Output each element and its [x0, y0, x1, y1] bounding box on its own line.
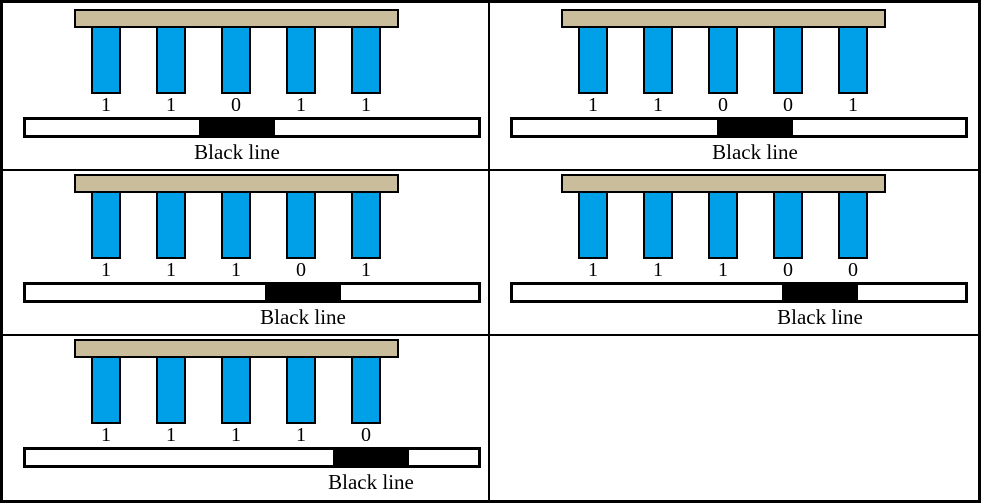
ir-sensor-4: [286, 26, 316, 94]
ir-sensor-5: [838, 191, 868, 259]
sensor-reading-2: 1: [653, 94, 663, 116]
sensor-reading-1: 1: [101, 259, 111, 281]
black-line-label: Black line: [194, 140, 280, 164]
state-cell-11101: 1 1 1 0 1 Black line: [3, 171, 490, 336]
sensor-reading-3: 0: [231, 94, 241, 116]
sensor-reading-5: 0: [848, 259, 858, 281]
ir-sensor-5: [351, 191, 381, 259]
black-line-segment: [333, 450, 409, 465]
sensor-reading-4: 0: [783, 259, 793, 281]
ir-sensor-3: [221, 26, 251, 94]
track-surface: [23, 282, 481, 303]
black-line-segment: [265, 285, 341, 300]
ir-sensor-2: [156, 191, 186, 259]
ir-sensor-3: [708, 26, 738, 94]
state-cell-11011: 1 1 0 1 1 Black line: [3, 3, 490, 171]
track-surface: [510, 282, 968, 303]
ir-sensor-4: [773, 191, 803, 259]
sensor-reading-4: 0: [783, 94, 793, 116]
sensor-reading-5: 1: [361, 94, 371, 116]
sensor-reading-4: 0: [296, 259, 306, 281]
ir-sensor-5: [351, 26, 381, 94]
ir-sensor-4: [773, 26, 803, 94]
state-cell-11001: 1 1 0 0 1 Black line: [490, 3, 978, 171]
track-surface: [23, 117, 481, 138]
sensor-mount-bar: [561, 9, 886, 28]
sensor-reading-1: 1: [101, 94, 111, 116]
sensor-reading-5: 1: [848, 94, 858, 116]
ir-sensor-3: [708, 191, 738, 259]
sensor-reading-5: 0: [361, 424, 371, 446]
ir-sensor-3: [221, 191, 251, 259]
ir-sensor-4: [286, 191, 316, 259]
sensor-reading-1: 1: [588, 259, 598, 281]
sensor-reading-1: 1: [101, 424, 111, 446]
sensor-mount-bar: [74, 9, 399, 28]
ir-sensor-1: [91, 356, 121, 424]
ir-sensor-1: [91, 26, 121, 94]
ir-sensor-2: [156, 26, 186, 94]
ir-sensor-3: [221, 356, 251, 424]
track-surface: [510, 117, 968, 138]
ir-sensor-1: [578, 26, 608, 94]
ir-sensor-1: [91, 191, 121, 259]
ir-sensor-4: [286, 356, 316, 424]
black-line-label: Black line: [328, 470, 414, 494]
ir-sensor-2: [156, 356, 186, 424]
state-cell-11100: 1 1 1 0 0 Black line: [490, 171, 978, 336]
black-line-label: Black line: [260, 305, 346, 329]
sensor-reading-1: 1: [588, 94, 598, 116]
sensor-mount-bar: [74, 339, 399, 358]
sensor-mount-bar: [561, 174, 886, 193]
black-line-label: Black line: [777, 305, 863, 329]
state-cell-11110: 1 1 1 1 0 Black line: [3, 336, 490, 500]
sensor-reading-2: 1: [166, 424, 176, 446]
sensor-reading-4: 1: [296, 424, 306, 446]
black-line-label: Black line: [712, 140, 798, 164]
ir-sensor-5: [838, 26, 868, 94]
sensor-reading-3: 1: [231, 424, 241, 446]
black-line-segment: [717, 120, 793, 135]
ir-sensor-2: [643, 191, 673, 259]
sensor-mount-bar: [74, 174, 399, 193]
sensor-reading-2: 1: [166, 94, 176, 116]
track-surface: [23, 447, 481, 468]
black-line-segment: [199, 120, 275, 135]
empty-cell: [490, 336, 978, 500]
sensor-reading-4: 1: [296, 94, 306, 116]
sensor-reading-2: 1: [166, 259, 176, 281]
sensor-reading-3: 0: [718, 94, 728, 116]
ir-sensor-5: [351, 356, 381, 424]
black-line-segment: [782, 285, 858, 300]
ir-sensor-2: [643, 26, 673, 94]
sensor-reading-3: 1: [231, 259, 241, 281]
sensor-reading-2: 1: [653, 259, 663, 281]
ir-sensor-1: [578, 191, 608, 259]
sensor-reading-3: 1: [718, 259, 728, 281]
sensor-reading-5: 1: [361, 259, 371, 281]
